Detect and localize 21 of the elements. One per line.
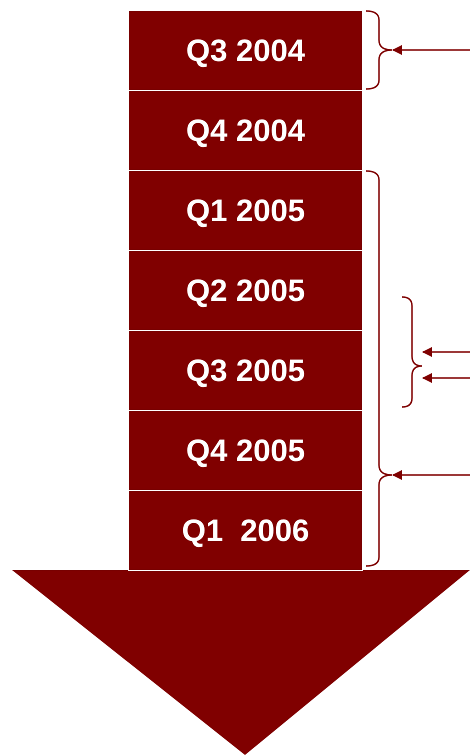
quarter-label: Q4 2005 bbox=[186, 432, 305, 468]
quarter-box bbox=[128, 250, 363, 331]
curly-bracket bbox=[366, 170, 392, 567]
quarter-box bbox=[128, 410, 363, 491]
quarter-box bbox=[128, 10, 363, 91]
curly-bracket bbox=[402, 296, 422, 408]
quarter-box bbox=[128, 170, 363, 251]
quarter-label: Q3 2004 bbox=[186, 32, 305, 68]
arrow bbox=[392, 470, 470, 480]
quarter-box bbox=[128, 90, 363, 171]
quarter-label: Q4 2004 bbox=[186, 112, 305, 148]
arrow bbox=[422, 373, 470, 383]
arrow bbox=[422, 347, 470, 357]
quarter-box bbox=[128, 330, 363, 411]
quarter-label: Q3 2005 bbox=[186, 352, 305, 388]
quarter-label: Q2 2005 bbox=[186, 272, 305, 308]
arrow bbox=[392, 45, 470, 55]
quarter-label: Q1 2005 bbox=[186, 192, 305, 228]
quarter-label: Q1 2006 bbox=[182, 512, 310, 548]
quarter-box bbox=[128, 490, 363, 571]
curly-bracket bbox=[366, 10, 392, 90]
